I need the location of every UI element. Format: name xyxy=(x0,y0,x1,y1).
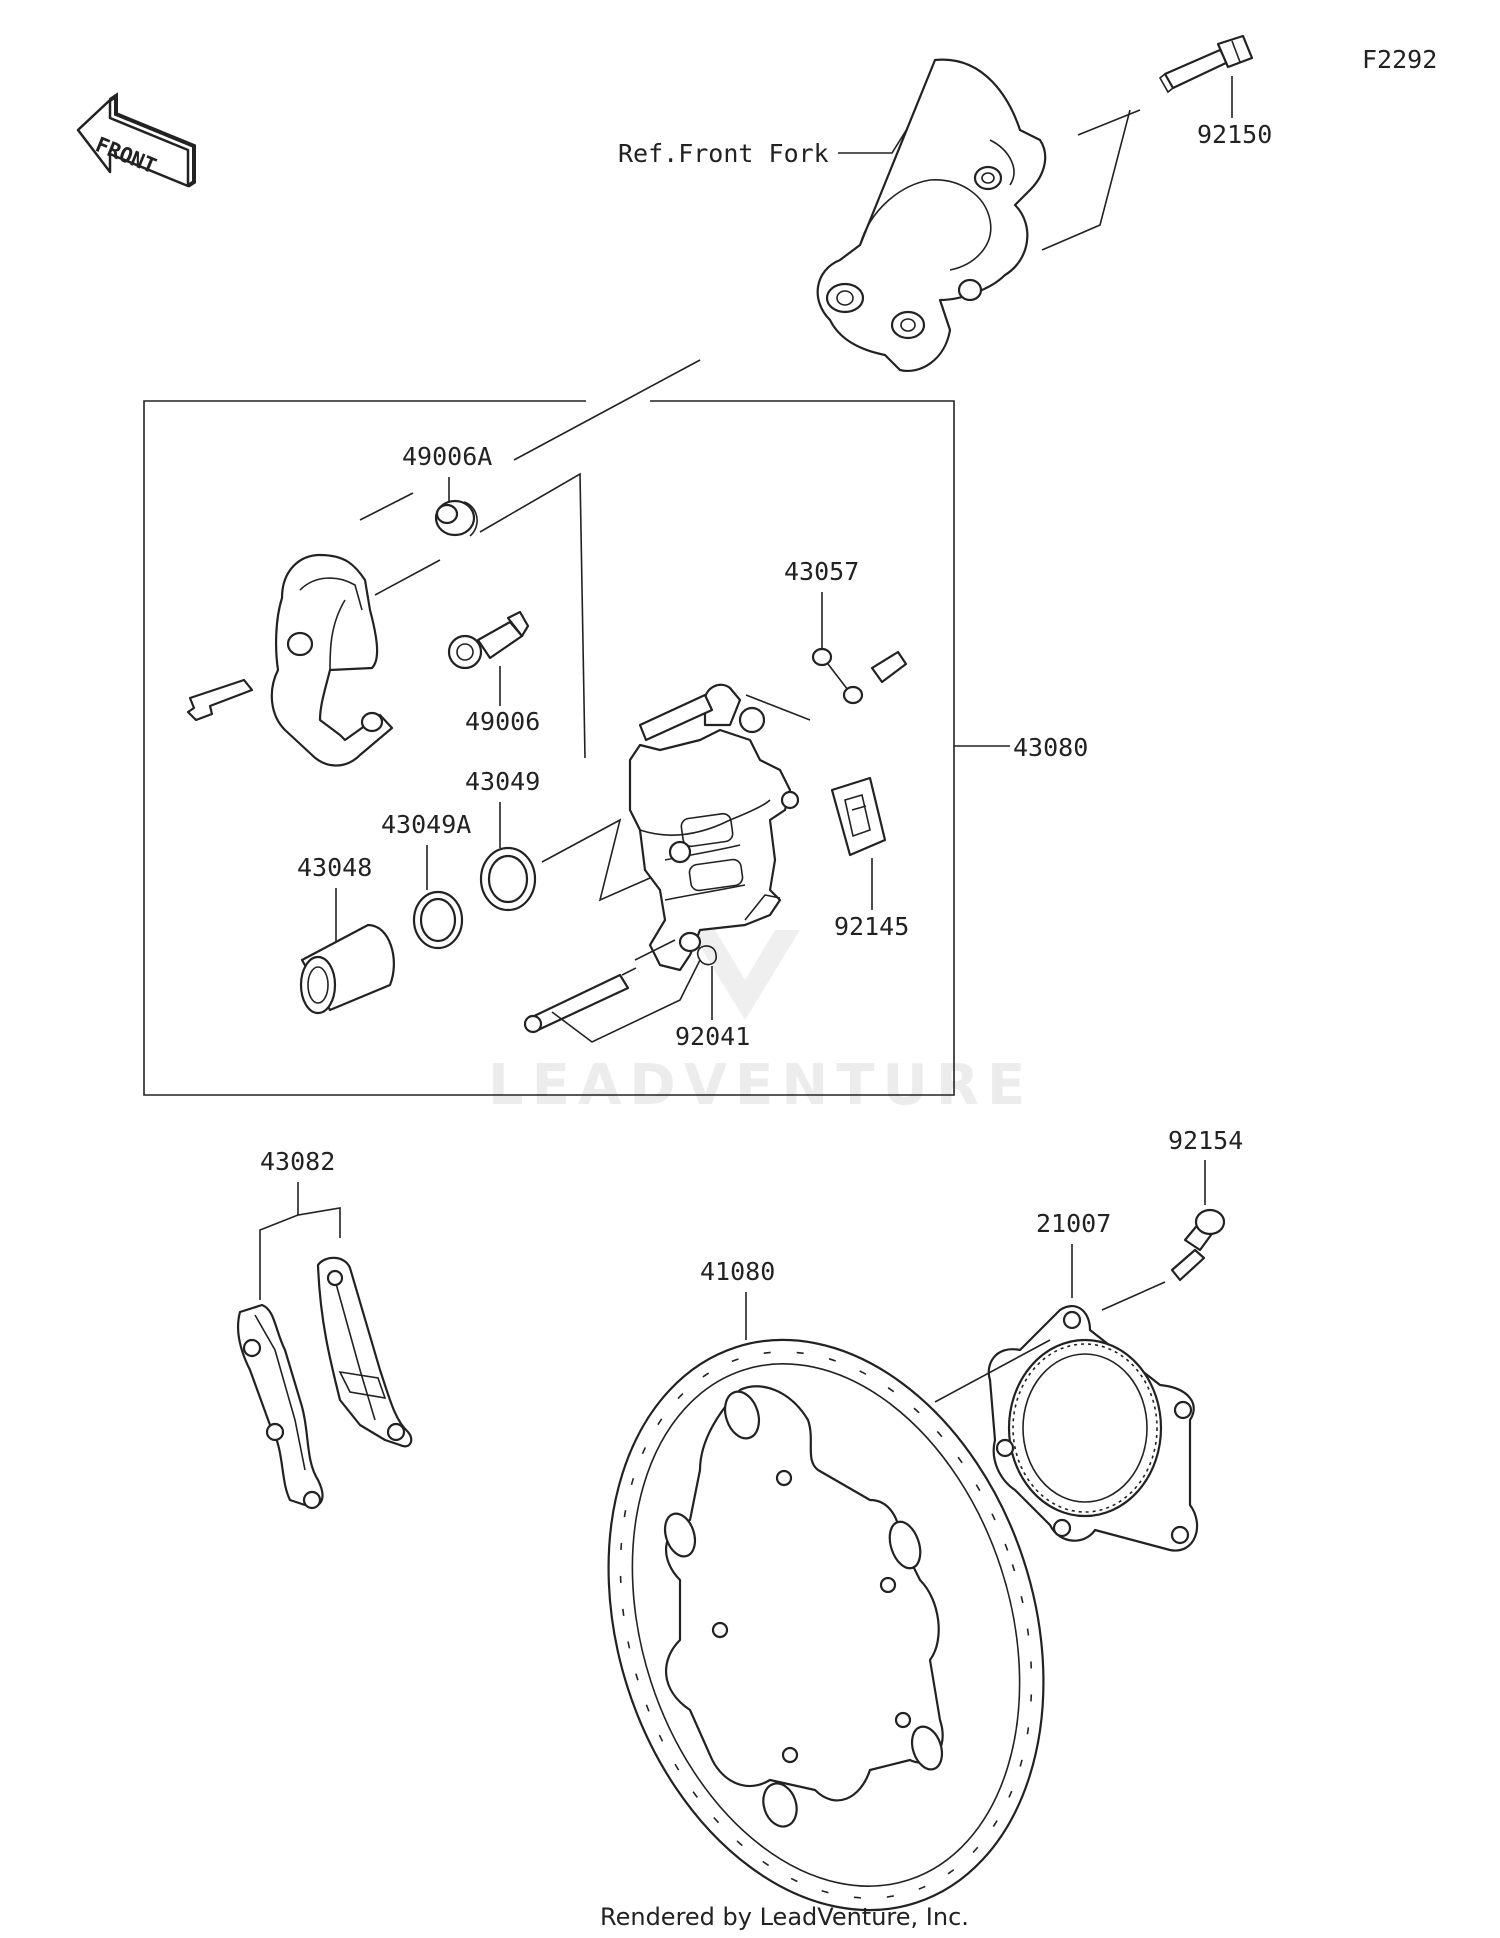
label-92041: 92041 xyxy=(675,1022,750,1051)
brake-disc-41080 xyxy=(607,1338,1045,1912)
label-43057: 43057 xyxy=(784,557,859,586)
bolt-92150 xyxy=(1158,34,1254,94)
bolt-92154 xyxy=(1170,1208,1226,1282)
slide-pin-49006 xyxy=(447,610,530,670)
label-43049: 43049 xyxy=(465,767,540,796)
brake-pad-outer xyxy=(316,1256,413,1448)
dust-seal-43049A xyxy=(412,890,464,950)
pad-pin-92041 xyxy=(523,945,717,1034)
piston-43048 xyxy=(299,923,395,1015)
label-21007: 21007 xyxy=(1036,1209,1111,1238)
front-fork-leg xyxy=(816,58,1047,373)
label-49006: 49006 xyxy=(465,707,540,736)
label-43080: 43080 xyxy=(1013,733,1088,762)
label-92154: 92154 xyxy=(1168,1126,1243,1155)
brake-pad-inner xyxy=(236,1303,324,1510)
pad-spring-92145 xyxy=(830,776,887,857)
caliper-body xyxy=(628,683,800,972)
front-arrow-icon: FRONT xyxy=(76,92,196,188)
watermark-text: LEADVENTURE xyxy=(488,1053,1033,1118)
bleeder-43057 xyxy=(811,647,908,705)
reference-label: Ref.Front Fork xyxy=(618,139,829,168)
piston-seal-43049 xyxy=(479,846,537,912)
label-41080: 41080 xyxy=(700,1257,775,1286)
diagram-id: F2292 xyxy=(1362,45,1437,74)
label-49006A: 49006A xyxy=(402,442,492,471)
label-43082: 43082 xyxy=(260,1147,335,1176)
pad-spring-clip xyxy=(186,678,254,722)
boot-49006A xyxy=(434,499,478,537)
abs-sensor-rotor-21007 xyxy=(987,1305,1199,1552)
label-43049A: 43049A xyxy=(381,810,471,839)
watermark: LEADVENTURE xyxy=(488,930,1033,1118)
label-43048: 43048 xyxy=(297,853,372,882)
footer-credit: Rendered by LeadVenture, Inc. xyxy=(600,1903,969,1931)
caliper-assembly-box xyxy=(143,400,955,1096)
caliper-bracket xyxy=(270,553,394,767)
label-92145: 92145 xyxy=(834,912,909,941)
label-92150: 92150 xyxy=(1197,120,1272,149)
